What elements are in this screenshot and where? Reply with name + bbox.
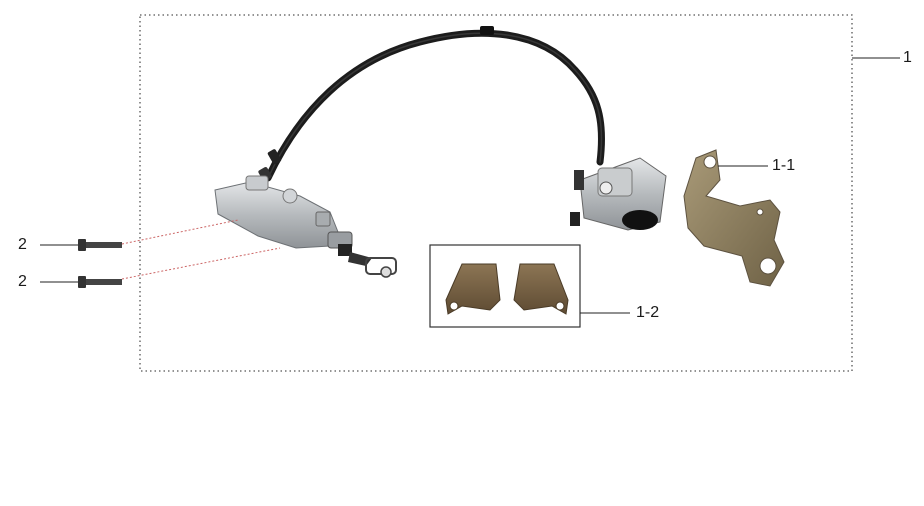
brake-pad-left — [445, 263, 501, 315]
callout-2-lower: 2 — [18, 273, 27, 290]
bolt-lower — [78, 247, 281, 288]
callout-1: 1 — [903, 49, 912, 66]
caliper-bracket — [683, 149, 785, 287]
callout-2-upper: 2 — [18, 236, 27, 253]
bolt-upper — [78, 219, 239, 251]
master-cylinder — [214, 175, 397, 278]
brake-caliper — [570, 157, 667, 231]
clevis — [365, 257, 397, 278]
callout-1-1: 1-1 — [772, 157, 796, 174]
callout-1-2: 1-2 — [636, 304, 660, 321]
brake-hose — [258, 26, 606, 182]
assembly-boundary — [139, 14, 853, 372]
brake-pad-right — [513, 263, 569, 315]
pads-frame — [429, 244, 581, 328]
